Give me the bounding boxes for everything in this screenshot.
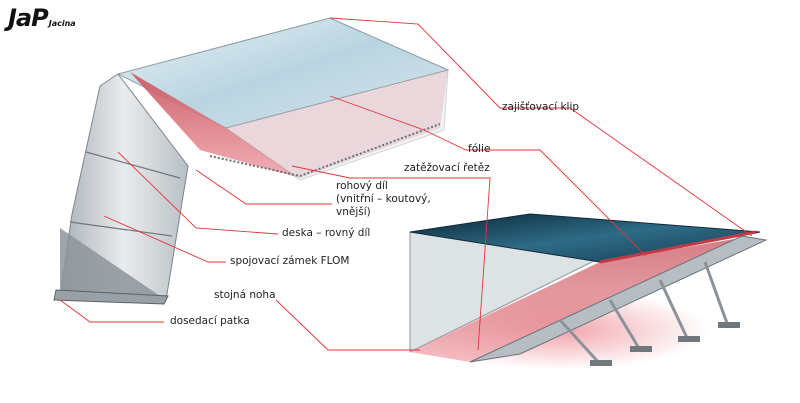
panel-seam [85,151,181,179]
left-foil-front [226,70,448,178]
left-foot-wedge [60,228,166,300]
right-foil [410,238,740,362]
label-folie: fólie [468,143,491,155]
leader-foil [329,95,647,257]
right-legs [558,261,730,366]
right-panel-ramp [469,235,768,363]
leader-clip [329,17,753,237]
label-zajistovaci-klip: zajišťovací klip [502,101,580,113]
label-dosedaci-patka: dosedací patka [170,315,250,327]
logo-main-text: JaP [8,4,49,32]
leader-lock [103,215,226,263]
leader-plate [117,151,279,235]
label-zatezovaci-retez: zatěžovací řetěz [404,162,490,174]
logo-sub-text: Jacina [48,19,76,28]
left-chain [209,123,441,178]
label-deska-rovny-dil: deska – rovný díl [282,227,371,239]
panel-seam [69,221,173,237]
right-feet [590,322,740,366]
label-stojna-noha: stojná noha [214,289,276,301]
left-front-wall [224,69,449,181]
left-base-plate [53,289,169,305]
label-spojovaci-zamek: spojovací zámek FLOM [230,255,350,267]
company-logo: JaP Jacina [8,6,76,30]
left-assembly [53,17,450,305]
leader-corner [195,169,332,205]
left-foil [130,72,300,178]
leader-lines [59,17,753,351]
leader-foot [59,299,164,323]
right-assembly [409,213,768,370]
right-water-surface [409,213,761,263]
label-rohovy-dil: rohový díl (vnitřní – koutový, vnější) [336,180,431,218]
leader-leg [275,299,420,351]
leader-chain [291,165,491,351]
right-chain [599,230,757,264]
